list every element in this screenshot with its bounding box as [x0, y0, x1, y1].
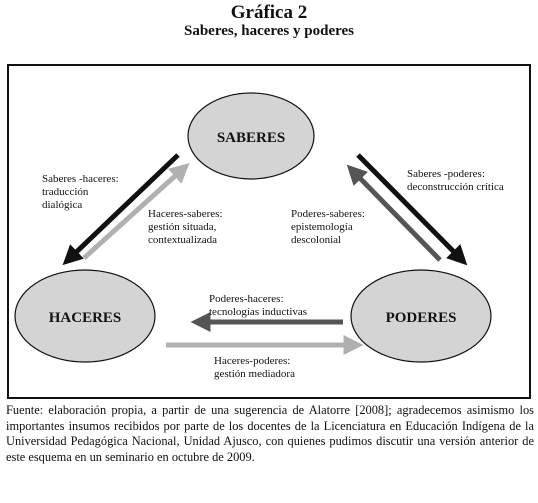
label-haceres-poderes: Haceres-poderes: gestión mediadora: [214, 355, 295, 380]
arrow-poderes-to-saberes: [346, 164, 442, 262]
node-saberes-label: SABERES: [217, 130, 285, 146]
label-saberes-haceres: Saberes -haceres: traducción dialógica: [42, 173, 119, 211]
label-saberes-poderes-line1: deconstrucción crítica: [407, 181, 504, 193]
label-poderes-haceres: Poderes-haceres: tecnologías inductivas: [209, 293, 307, 318]
node-poderes-label: PODERES: [386, 310, 457, 326]
label-haceres-poderes-title: Haceres-poderes:: [214, 355, 290, 367]
figure-caption: Fuente: elaboración propia, a partir de …: [6, 403, 534, 464]
figure-subtitle: Saberes, haceres y poderes: [184, 23, 354, 39]
label-saberes-haceres-title: Saberes -haceres:: [42, 173, 119, 185]
label-saberes-poderes-title: Saberes -poderes:: [407, 168, 485, 180]
label-poderes-haceres-line1: tecnologías inductivas: [209, 306, 307, 318]
diagram-frame: [7, 64, 531, 399]
label-poderes-saberes: Poderes-saberes: epistemología descoloni…: [291, 208, 365, 246]
label-poderes-haceres-title: Poderes-haceres:: [209, 293, 284, 305]
node-haceres: HACERES: [14, 269, 156, 363]
label-haceres-poderes-line1: gestión mediadora: [214, 368, 295, 380]
node-poderes: PODERES: [350, 269, 492, 363]
label-saberes-haceres-line2: dialógica: [42, 199, 82, 211]
arrow-haceres-to-saberes: [82, 162, 190, 260]
label-poderes-saberes-line2: descolonial: [291, 234, 341, 246]
node-saberes: SABERES: [187, 92, 315, 180]
label-saberes-haceres-line1: traducción: [42, 186, 89, 198]
label-poderes-saberes-line1: epistemología: [291, 221, 353, 233]
arrow-saberes-to-haceres: [62, 153, 180, 266]
label-haceres-saberes: Haceres-saberes: gestión situada, contex…: [148, 208, 223, 246]
arrow-saberes-to-poderes: [356, 153, 468, 266]
label-haceres-saberes-line2: contextualizada: [148, 234, 217, 246]
node-haceres-label: HACERES: [49, 310, 122, 326]
label-haceres-saberes-line1: gestión situada,: [148, 221, 217, 233]
label-saberes-poderes: Saberes -poderes: deconstrucción crítica: [407, 168, 504, 193]
figure-title: Gráfica 2: [230, 2, 308, 23]
label-haceres-saberes-title: Haceres-saberes:: [148, 208, 223, 220]
label-poderes-saberes-title: Poderes-saberes:: [291, 208, 365, 220]
